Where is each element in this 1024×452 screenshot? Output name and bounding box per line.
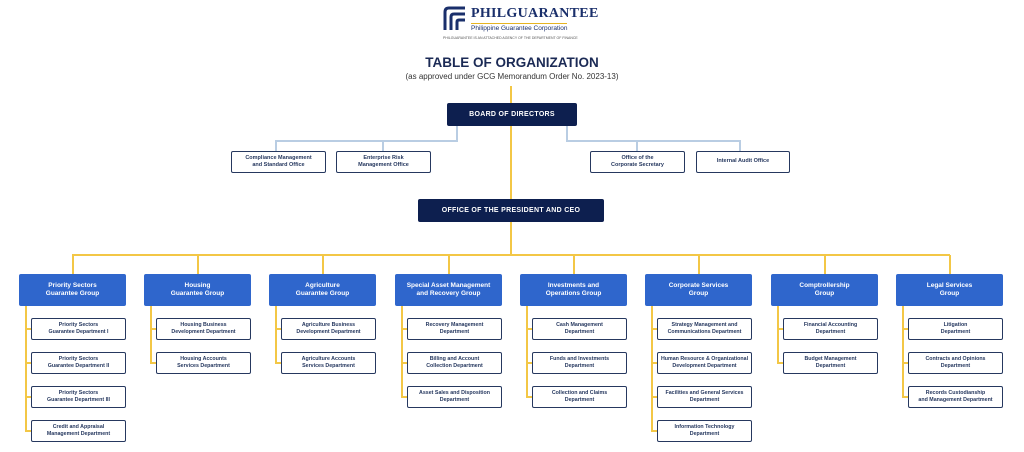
page-title: TABLE OF ORGANIZATION <box>425 55 599 70</box>
connector-dept-spine <box>25 306 27 431</box>
department-box: Priority Sectors Guarantee Department I <box>31 318 126 340</box>
group-box: Housing Guarantee Group <box>144 274 251 306</box>
board-of-directors-box: BOARD OF DIRECTORS <box>447 103 577 126</box>
logo-subtitle: Philippine Guarantee Corporation <box>471 23 568 32</box>
connector-dept-spine <box>401 306 403 397</box>
department-box: Recovery Management Department <box>407 318 502 340</box>
logo-mark-icon <box>443 6 467 32</box>
connector-group-drop <box>824 255 826 274</box>
office-compliance-management: Compliance Management and Standard Offic… <box>231 151 326 173</box>
department-box: Priority Sectors Guarantee Department II <box>31 352 126 374</box>
connector-dept-tick <box>401 362 408 364</box>
connector-dept-tick <box>902 396 909 398</box>
department-box: Financial Accounting Department <box>783 318 878 340</box>
logo-tagline: PHILGUARANTEE IS AN ATTACHED AGENCY OF T… <box>443 36 578 40</box>
group-box: Agriculture Guarantee Group <box>269 274 376 306</box>
connector-spine <box>510 86 512 256</box>
connector-dept-tick <box>275 328 282 330</box>
department-box: Facilities and General Services Departme… <box>657 386 752 408</box>
connector-group-drop <box>322 255 324 274</box>
connector-dept-tick <box>526 362 533 364</box>
connector-group-drop <box>949 255 951 274</box>
office-enterprise-risk: Enterprise Risk Management Office <box>336 151 431 173</box>
connector-group-drop <box>573 255 575 274</box>
connector-dept-tick <box>150 328 157 330</box>
department-box: Strategy Management and Communications D… <box>657 318 752 340</box>
department-box: Agriculture Accounts Services Department <box>281 352 376 374</box>
connector <box>275 140 277 151</box>
department-box: Priority Sectors Guarantee Department II… <box>31 386 126 408</box>
connector-dept-spine <box>275 306 277 363</box>
office-internal-audit: Internal Audit Office <box>696 151 790 173</box>
connector-board-right <box>566 126 568 142</box>
department-box: Credit and Appraisal Management Departme… <box>31 420 126 442</box>
group-box: Legal Services Group <box>896 274 1003 306</box>
connector-board-left-h <box>275 140 458 142</box>
connector-dept-tick <box>526 396 533 398</box>
connector-dept-tick <box>526 328 533 330</box>
page-subtitle: (as approved under GCG Memorandum Order … <box>405 72 619 81</box>
connector-dept-tick <box>777 328 784 330</box>
connector-dept-tick <box>902 328 909 330</box>
connector-dept-tick <box>275 362 282 364</box>
connector-dept-tick <box>651 362 658 364</box>
department-box: Asset Sales and Disposition Department <box>407 386 502 408</box>
connector-dept-tick <box>902 362 909 364</box>
connector-dept-tick <box>25 430 32 432</box>
connector-dept-tick <box>401 328 408 330</box>
department-box: Agriculture Business Development Departm… <box>281 318 376 340</box>
connector-dept-tick <box>777 362 784 364</box>
connector-dept-spine <box>902 306 904 397</box>
connector-dept-spine <box>651 306 653 431</box>
group-box: Special Asset Management and Recovery Gr… <box>395 274 502 306</box>
connector-dept-tick <box>150 362 157 364</box>
connector-board-right-h <box>566 140 741 142</box>
department-box: Human Resource & Organizational Developm… <box>657 352 752 374</box>
department-box: Information Technology Department <box>657 420 752 442</box>
department-box: Collection and Claims Department <box>532 386 627 408</box>
connector-dept-tick <box>401 396 408 398</box>
department-box: Funds and Investments Department <box>532 352 627 374</box>
connector-dept-spine <box>777 306 779 363</box>
philguarantee-logo: PHILGUARANTEE Philippine Guarantee Corpo… <box>443 6 598 42</box>
connector-board-left <box>456 126 458 142</box>
connector-groups-h <box>72 254 950 256</box>
connector-dept-tick <box>25 362 32 364</box>
connector-dept-tick <box>651 328 658 330</box>
office-corporate-secretary: Office of the Corporate Secretary <box>590 151 685 173</box>
department-box: Litigation Department <box>908 318 1003 340</box>
connector-dept-spine <box>526 306 528 397</box>
group-box: Corporate Services Group <box>645 274 752 306</box>
connector-dept-tick <box>25 396 32 398</box>
connector <box>382 140 384 151</box>
group-box: Comptrollership Group <box>771 274 878 306</box>
department-box: Contracts and Opinions Department <box>908 352 1003 374</box>
connector-group-drop <box>197 255 199 274</box>
department-box: Housing Business Development Department <box>156 318 251 340</box>
connector-dept-spine <box>150 306 152 363</box>
connector-group-drop <box>698 255 700 274</box>
department-box: Housing Accounts Services Department <box>156 352 251 374</box>
connector-group-drop <box>72 255 74 274</box>
connector-group-drop <box>448 255 450 274</box>
department-box: Records Custodianship and Management Dep… <box>908 386 1003 408</box>
department-box: Budget Management Department <box>783 352 878 374</box>
office-of-president-ceo-box: OFFICE OF THE PRESIDENT AND CEO <box>418 199 604 222</box>
connector <box>636 140 638 151</box>
group-box: Investments and Operations Group <box>520 274 627 306</box>
department-box: Billing and Account Collection Departmen… <box>407 352 502 374</box>
connector-dept-tick <box>25 328 32 330</box>
connector-dept-tick <box>651 430 658 432</box>
logo-name: PHILGUARANTEE <box>471 6 599 21</box>
connector <box>739 140 741 151</box>
connector-dept-tick <box>651 396 658 398</box>
group-box: Priority Sectors Guarantee Group <box>19 274 126 306</box>
department-box: Cash Management Department <box>532 318 627 340</box>
